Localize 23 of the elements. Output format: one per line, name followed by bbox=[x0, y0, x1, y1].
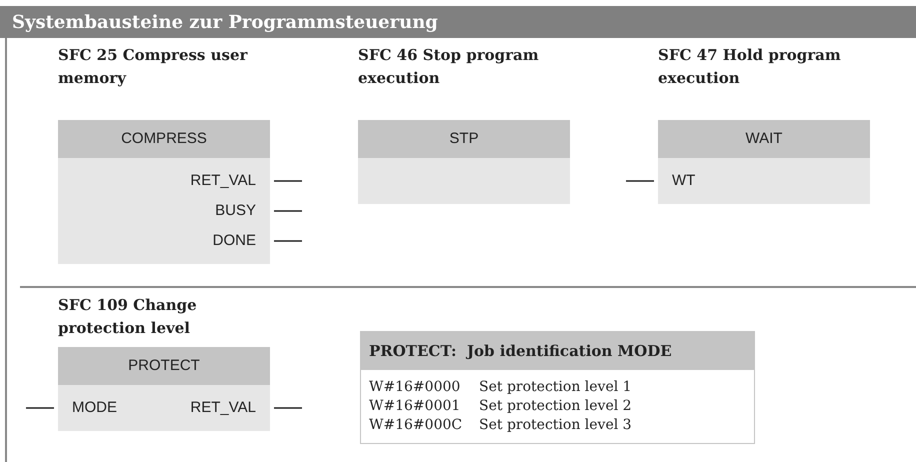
block-heading: SFC 46 Stop program execution bbox=[358, 45, 540, 89]
mode-table bbox=[360, 331, 755, 444]
block-name: PROTECT bbox=[58, 347, 270, 385]
block-name: STP bbox=[358, 120, 570, 158]
pin-label: WT bbox=[672, 171, 696, 191]
block-name: WAIT bbox=[658, 120, 870, 158]
block-heading: SFC 109 Change protection level bbox=[58, 295, 198, 339]
table-header: PROTECT: Job identification MODE bbox=[361, 332, 754, 370]
pin-label: RET_VAL bbox=[190, 398, 256, 418]
block-heading: SFC 47 Hold program execution bbox=[658, 45, 842, 89]
table-cell: Set protection level 2 bbox=[479, 397, 632, 416]
pin-label: DONE bbox=[212, 231, 256, 251]
table-cell: Set protection level 1 bbox=[479, 378, 632, 397]
table-cell-text: W#16#0001 bbox=[369, 397, 462, 416]
table-cell-text: W#16#0000 bbox=[369, 378, 462, 397]
pin-label: RET_VAL bbox=[190, 171, 256, 191]
table-cell-text: W#16#000C bbox=[369, 416, 464, 435]
table-cell: Set protection level 3 bbox=[479, 416, 632, 435]
pin-label: MODE bbox=[72, 398, 117, 418]
pin-label: BUSY bbox=[215, 201, 256, 221]
block-name: COMPRESS bbox=[58, 120, 270, 158]
block-heading: SFC 25 Compress user memory bbox=[58, 45, 248, 89]
title-bar: Systembausteine zur Programmsteuerung bbox=[0, 6, 916, 38]
